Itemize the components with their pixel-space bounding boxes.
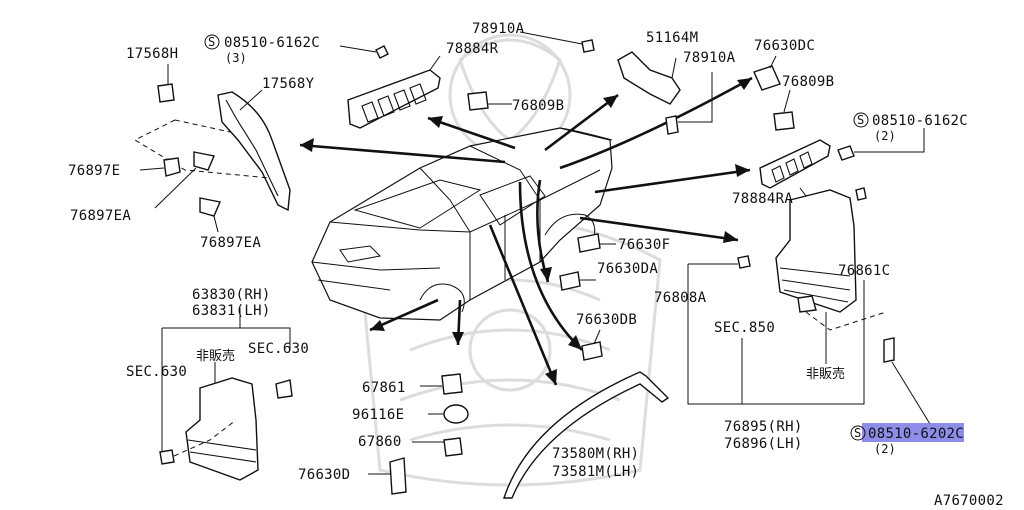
bracket-51164M [617,51,681,105]
label-screw-top: 08510-6162C [224,35,320,51]
screw-symbol-right [853,112,869,128]
label-73581M: 73581M(LH) [552,464,639,480]
label-96116E: 96116E [352,407,404,423]
label-78884R: 78884R [446,41,499,57]
label-76809B-b: 76809B [782,74,834,90]
screw-symbol-top-text: S [208,35,215,49]
label-76861C: 76861C [838,263,890,279]
screw-right [837,145,855,161]
label-17568H: 17568H [126,46,178,62]
label-76630DA: 76630DA [597,261,658,277]
screw-symbol-bottom-text: S [854,426,861,440]
label-51164M: 51164M [646,30,698,46]
label-76630DB: 76630DB [576,312,637,328]
clip-76897EA-b [199,197,221,217]
label-76897E: 76897E [68,163,120,179]
label-63830: 63830(RH) [192,287,271,303]
rear-mudflap-group [687,187,931,425]
label-76897EA-b: 76897EA [200,235,261,251]
part-labels: 17568H S 08510-6162C (3) 78884R 78910A 5… [68,21,1004,509]
screw-symbol-top [204,34,220,50]
label-sec630-right: SEC.630 [248,341,309,357]
screw-bottom [883,337,895,363]
clip-76809B-a [467,91,489,111]
pad-76630F [577,233,601,253]
pad-67860 [443,437,463,457]
pad-76630DB [581,341,603,361]
label-67861: 67861 [362,380,406,396]
moulding-73580M [503,371,670,499]
screw-front-mudflap [159,449,175,465]
mudflap-63830 [185,377,259,481]
front-splash-guard-group [133,64,291,233]
label-76630D: 76630D [298,467,350,483]
screw-symbol-bottom [850,425,866,441]
label-screw-right: 08510-6162C [872,113,968,129]
bracket-51164M-group [519,31,713,135]
diagram-code: A7670002 [934,493,1004,509]
label-screw-bottom-qty: (2) [874,442,896,456]
label-sec630-left: SEC.630 [126,364,187,380]
label-screw-right-qty: (2) [874,129,896,143]
callout-arrows [299,76,753,386]
vent-grille-78884R-group [339,45,512,129]
splash-guard-17568Y [217,91,291,212]
label-78910A-mid: 78910A [683,50,736,66]
label-78884RA: 78884RA [732,191,793,207]
label-screw-top-qty: (3) [225,51,247,65]
label-76808A: 76808A [654,290,707,306]
highlight-screw-bottom [862,423,964,442]
bracket-sec630 [275,379,293,399]
label-63831: 63831(LH) [192,303,271,319]
label-76809B-a: 76809B [512,98,564,114]
clip-17568H [157,83,175,103]
clip-78910A-mid [665,115,679,135]
plug-96116E [443,404,469,424]
label-67860: 67860 [358,434,402,450]
small-parts-group [368,233,670,499]
pad-76630DA [559,271,581,291]
label-76895: 76895(RH) [724,419,803,435]
pad-67861 [441,373,463,395]
screw-78910A-top [581,39,595,53]
screw-symbol-right-text: S [857,113,864,127]
clip-76809B-b [773,111,795,131]
label-not-for-sale-left: 非販売 [196,348,235,364]
label-screw-bottom: 08510-6202C [868,426,964,442]
car-body [311,127,613,321]
label-not-for-sale-right: 非販売 [806,366,845,382]
front-mudflap-group [159,308,293,481]
screw-76808A [737,255,751,269]
label-76897EA-a: 76897EA [70,208,131,224]
rear-vent-group [753,55,925,197]
label-76630DC: 76630DC [754,38,815,54]
label-17568Y: 17568Y [262,76,315,92]
mudflap-76861C [775,189,857,313]
label-76896: 76896(LH) [724,436,803,452]
vent-grille-78884RA [759,139,831,189]
label-sec850: SEC.850 [714,320,775,336]
label-76630F: 76630F [618,237,670,253]
clip-76897E [163,157,181,177]
seal-76630D [389,457,407,495]
clip-76897EA-a [193,151,215,171]
label-73580M: 73580M(RH) [552,446,639,462]
pad-76630DC [753,65,781,91]
screw-top [375,45,389,59]
nut-76895 [797,295,817,313]
clip-76861C [855,187,867,201]
label-78910A-top: 78910A [472,21,525,37]
